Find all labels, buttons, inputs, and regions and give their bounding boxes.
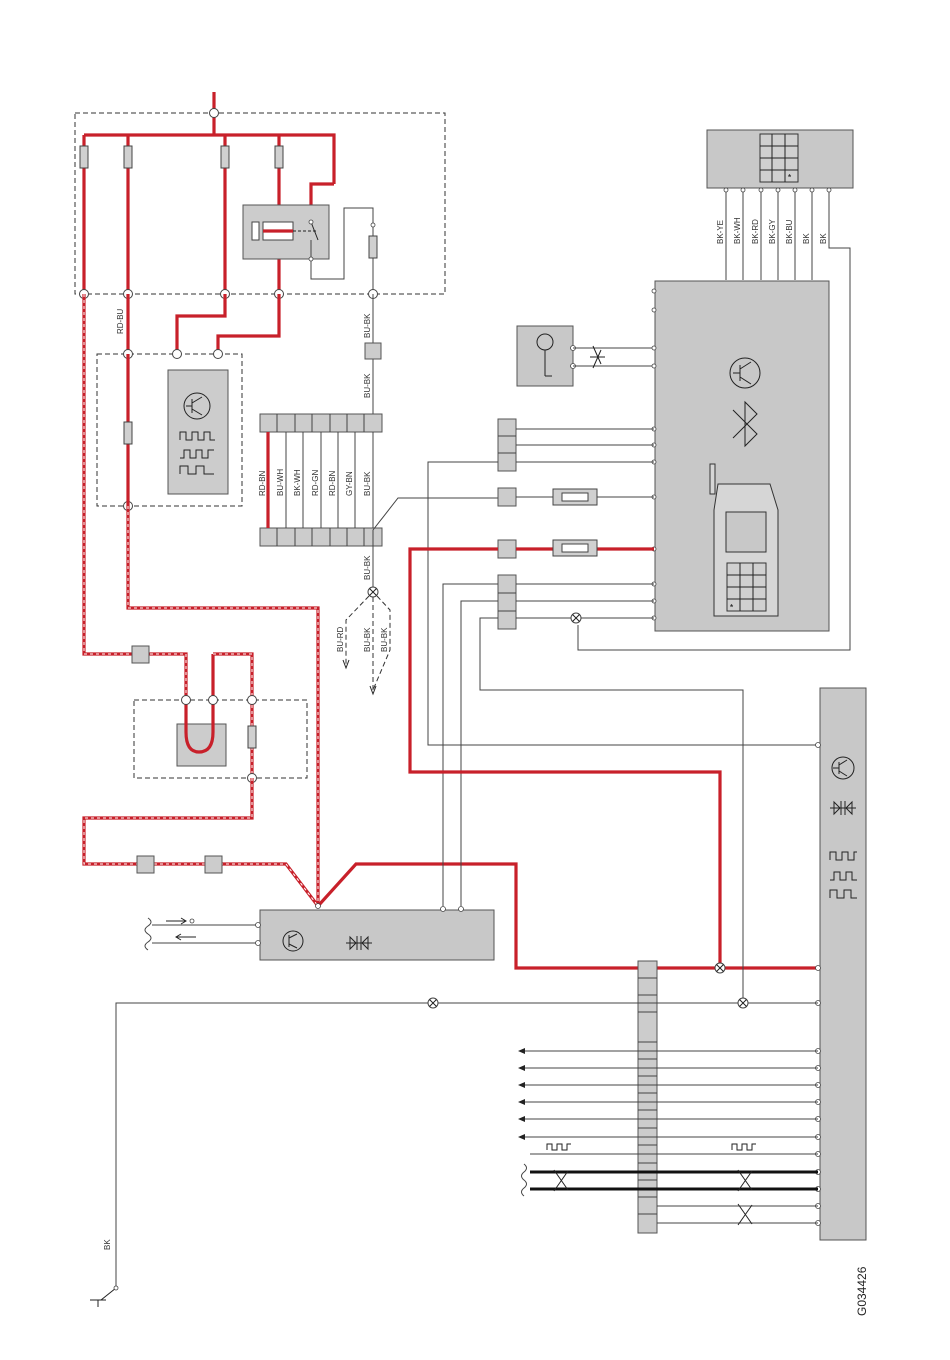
keypad-wire-labels: BK-YE BK-WH BK-RD BK-GY BK-BU BK BK (716, 217, 828, 244)
svg-text:BK-YE: BK-YE (716, 220, 725, 244)
ground-line (116, 1003, 818, 1288)
splice-icon (368, 587, 378, 597)
main-power-feed (84, 92, 334, 294)
svg-text:BK: BK (802, 233, 811, 244)
main-control-module (820, 688, 866, 1240)
svg-text:RD-GN: RD-GN (311, 470, 320, 496)
svg-text:BU-BK: BU-BK (363, 471, 372, 496)
svg-text:GY-BN: GY-BN (345, 471, 354, 496)
fuse-box-terminals (80, 290, 378, 299)
inline-connector (205, 856, 222, 873)
inline-connector (365, 343, 381, 359)
mobile-phone-icon: * (710, 464, 778, 616)
lower-connector-column (638, 961, 657, 1233)
svg-text:BK-RD: BK-RD (751, 219, 760, 244)
svg-text:BK-BU: BK-BU (785, 219, 794, 244)
svg-text:BK-WH: BK-WH (293, 469, 302, 496)
wire-label-bu-bk-3: BU-BK (363, 555, 372, 580)
twisted-pair-icon (145, 918, 261, 950)
wire-label-bk: BK (103, 1239, 112, 1250)
output-signal-lines (518, 1048, 818, 1140)
diagram-code: G034426 (855, 1266, 869, 1316)
svg-text:BK: BK (819, 233, 828, 244)
fuse-box-outline (75, 113, 445, 294)
connector-column (498, 419, 516, 629)
svg-text:BK-GY: BK-GY (768, 218, 777, 244)
wire-label-bu-bk-5: BU-BK (380, 627, 389, 652)
power-wires-lower (128, 294, 279, 354)
svg-text:RD-BN: RD-BN (328, 470, 337, 496)
keypad-icon: * (760, 134, 798, 182)
wire-label-bu-rd: BU-RD (336, 626, 345, 652)
ground-switch-icon (90, 1286, 118, 1307)
wire-label-bu-bk-2: BU-BK (363, 373, 372, 398)
wire-label-bu-bk-1: BU-BK (363, 313, 372, 338)
twisted-pair-icon (522, 1154, 819, 1225)
heater-element (177, 724, 226, 766)
wire-label-bu-bk-4: BU-BK (363, 627, 372, 652)
splice-icon (571, 613, 581, 623)
svg-text:BU-WH: BU-WH (276, 469, 285, 496)
inline-connector (132, 646, 149, 663)
splice-icon (715, 963, 725, 973)
svg-text:BK-WH: BK-WH (733, 217, 742, 244)
svg-text:RD-BN: RD-BN (258, 470, 267, 496)
inline-connector (137, 856, 154, 873)
relay-icon (243, 205, 375, 294)
wire-label-rd-bu: RD-BU (116, 308, 125, 334)
